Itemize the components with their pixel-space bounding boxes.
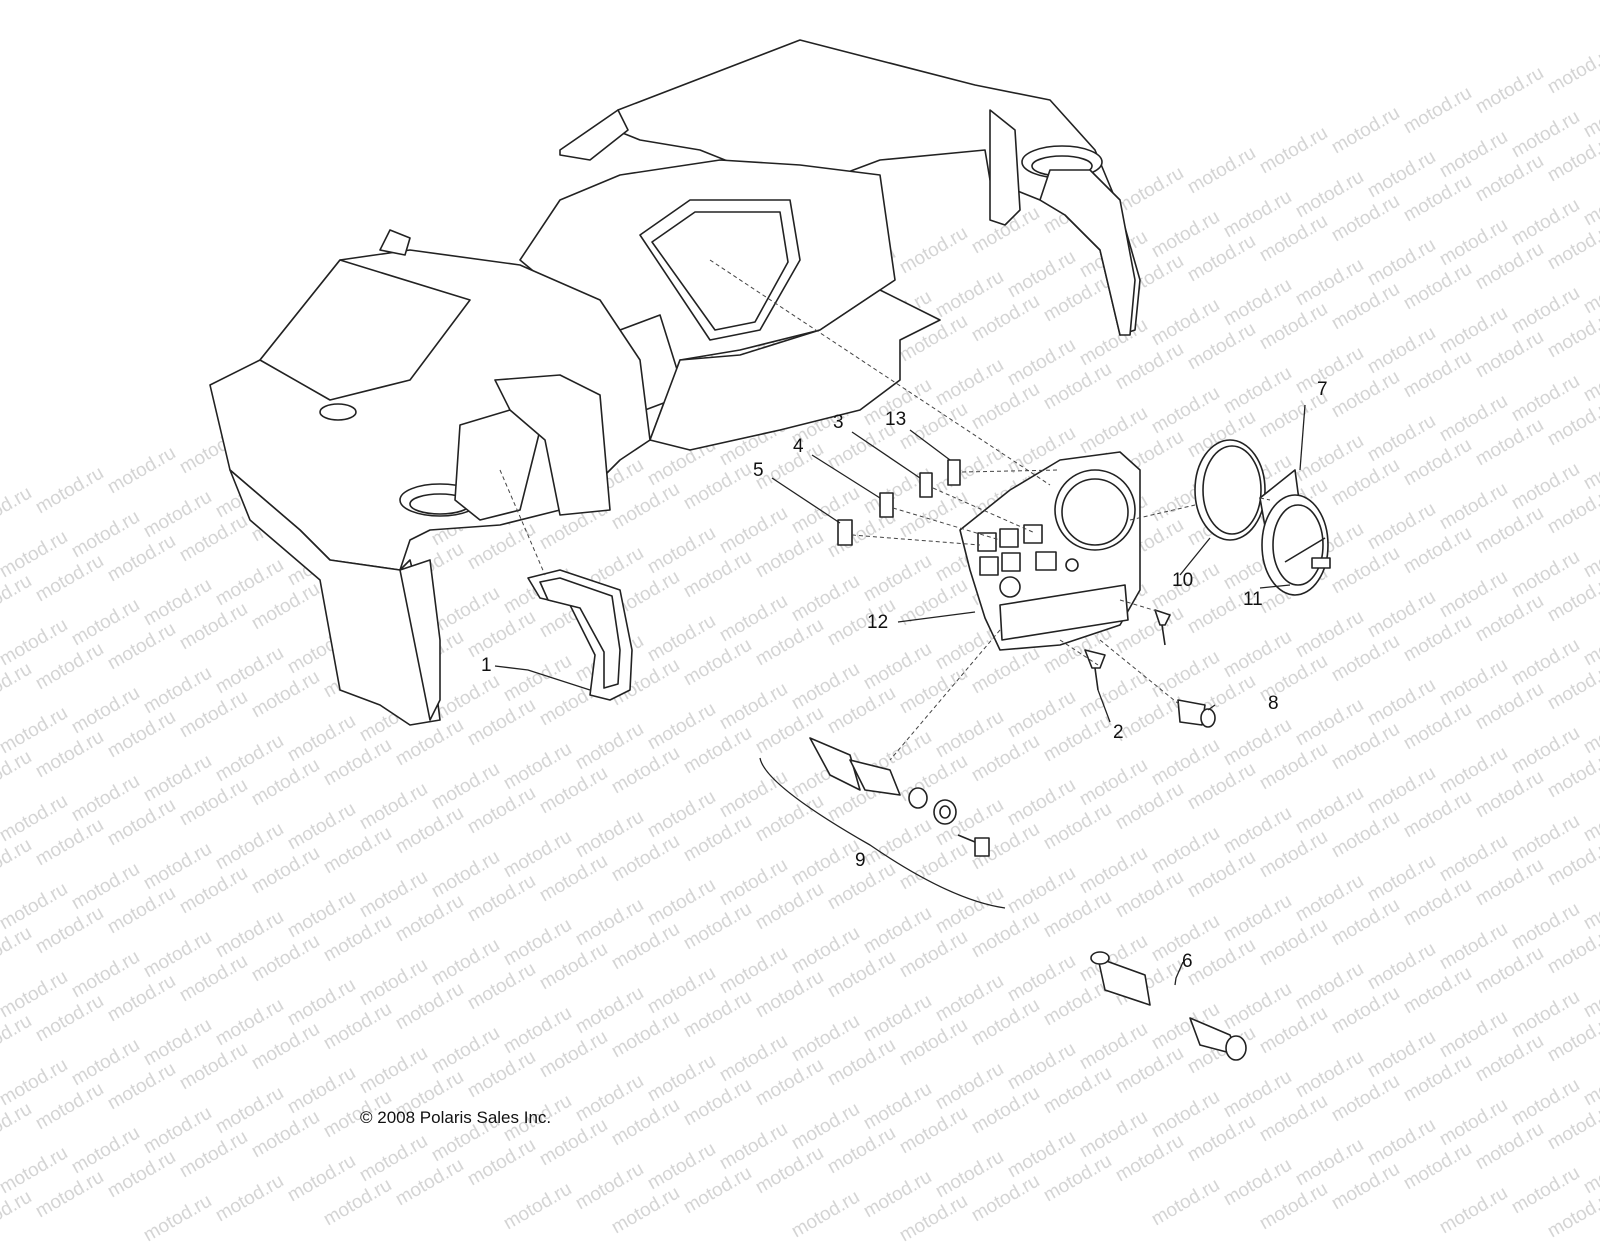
callout-10: 10 xyxy=(1172,570,1194,591)
callout-7: 7 xyxy=(1317,379,1328,400)
callout-6: 6 xyxy=(1182,951,1193,972)
diagram-drawing xyxy=(209,39,1331,1061)
callout-1: 1 xyxy=(481,655,492,676)
part-5-switch xyxy=(837,519,853,546)
part-9-ignition-switch xyxy=(809,737,990,857)
callout-12: 12 xyxy=(867,612,889,633)
part-2-screw xyxy=(1084,609,1171,691)
leader-lines xyxy=(494,404,1306,986)
part-13-switch xyxy=(947,459,961,486)
part-8-plug xyxy=(1177,699,1216,728)
part-4-switch xyxy=(879,492,894,518)
callout-11: 11 xyxy=(1243,589,1263,610)
dashboard-panel xyxy=(209,39,1141,726)
copyright-text: © 2008 Polaris Sales Inc. xyxy=(360,1108,552,1127)
part-10-gauge-ring xyxy=(1194,439,1266,541)
callout-9: 9 xyxy=(855,850,866,871)
callout-13: 13 xyxy=(885,409,907,430)
callout-3: 3 xyxy=(833,412,844,433)
callout-8: 8 xyxy=(1268,693,1279,714)
callout-4: 4 xyxy=(793,436,804,457)
part-11-speedometer xyxy=(1259,469,1331,596)
part-3-switch xyxy=(919,472,933,498)
callout-5: 5 xyxy=(753,460,764,481)
part-12-bezel xyxy=(959,451,1141,651)
part-6-power-socket xyxy=(1090,951,1247,1061)
callout-2: 2 xyxy=(1113,722,1124,743)
part-1-trim xyxy=(527,569,633,701)
assembly-lines xyxy=(499,259,1271,761)
